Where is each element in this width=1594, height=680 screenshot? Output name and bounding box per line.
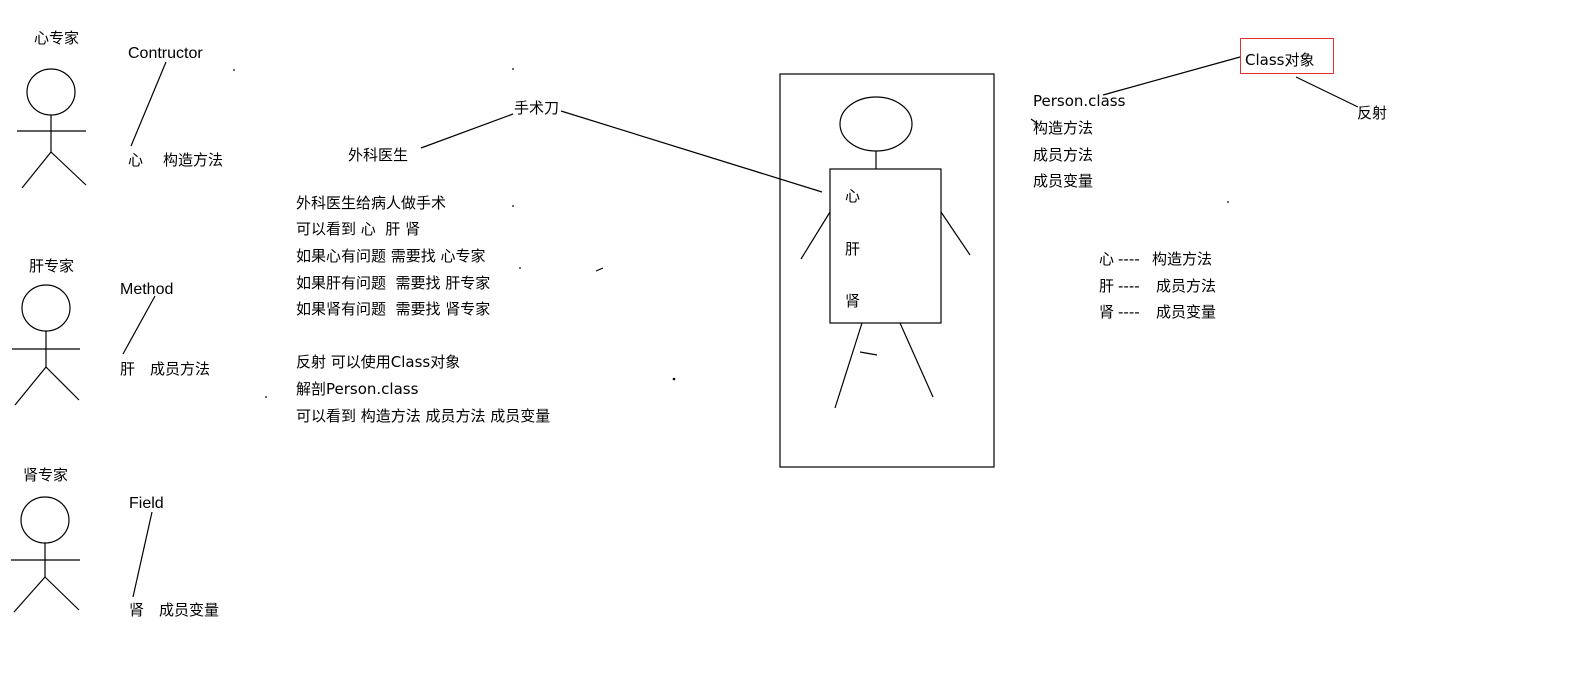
liver-expert-method-label: Method bbox=[120, 281, 174, 298]
surgery-note-3: 如果心有问题 需要找 心专家 bbox=[296, 247, 486, 265]
kidney-expert-meaning: 成员变量 bbox=[159, 601, 220, 619]
heart-expert-organ: 心 bbox=[128, 151, 144, 169]
kidney-expert-method-label: Field bbox=[129, 495, 164, 512]
liver-expert-meaning: 成员方法 bbox=[150, 360, 211, 378]
class-member-fields: 成员变量 bbox=[1033, 172, 1094, 190]
kidney-expert-organ: 肾 bbox=[129, 601, 145, 619]
kidney-expert-figure bbox=[11, 496, 80, 613]
liver-expert-figure bbox=[12, 284, 80, 406]
class-member-constructors: 构造方法 bbox=[1033, 119, 1094, 137]
person-class-label: Person.class bbox=[1033, 92, 1126, 110]
patient-organ-kidney: 肾 bbox=[845, 292, 861, 310]
mapping-row-liver-meaning: 成员方法 bbox=[1156, 277, 1217, 295]
patient-organ-heart: 心 bbox=[845, 187, 861, 205]
reflection-note-3: 可以看到 构造方法 成员方法 成员变量 bbox=[296, 407, 551, 425]
mapping-row-liver-dash: ---- bbox=[1118, 277, 1140, 295]
heart-expert-method-label: Contructor bbox=[128, 45, 203, 62]
surgery-note-1: 外科医生给病人做手术 bbox=[296, 194, 447, 212]
liver-expert-title: 肝专家 bbox=[29, 257, 75, 275]
surgery-note-2: 可以看到 心 肝 肾 bbox=[296, 220, 421, 238]
surgery-note-5: 如果肾有问题 需要找 肾专家 bbox=[296, 300, 491, 318]
heart-expert-meaning: 构造方法 bbox=[163, 151, 224, 169]
mapping-row-kidney-organ: 肾 bbox=[1099, 303, 1115, 321]
mapping-row-liver-organ: 肝 bbox=[1099, 277, 1115, 295]
liver-expert-organ: 肝 bbox=[120, 360, 136, 378]
surgeon-label: 外科医生 bbox=[348, 146, 409, 164]
heart-expert-title: 心专家 bbox=[34, 29, 80, 47]
patient-organ-liver: 肝 bbox=[845, 240, 861, 258]
class-object-highlight-box bbox=[1240, 38, 1334, 74]
mapping-row-heart-organ: 心 bbox=[1099, 250, 1115, 268]
heart-expert-figure bbox=[17, 68, 87, 189]
reflection-note-2: 解剖Person.class bbox=[296, 380, 419, 398]
class-member-methods: 成员方法 bbox=[1033, 146, 1094, 164]
mapping-row-kidney-dash: ---- bbox=[1118, 303, 1140, 321]
class-object-label: Class对象 bbox=[1245, 51, 1315, 69]
mapping-row-heart-meaning: 构造方法 bbox=[1152, 250, 1213, 268]
scalpel-label: 手术刀 bbox=[514, 99, 560, 117]
mapping-row-kidney-meaning: 成员变量 bbox=[1156, 303, 1217, 321]
mapping-row-heart-dash: ---- bbox=[1118, 250, 1140, 268]
reflect-label: 反射 bbox=[1357, 104, 1388, 122]
kidney-expert-title: 肾专家 bbox=[23, 466, 69, 484]
reflection-note-1: 反射 可以使用Class对象 bbox=[296, 353, 461, 371]
surgery-note-4: 如果肝有问题 需要找 肝专家 bbox=[296, 274, 491, 292]
